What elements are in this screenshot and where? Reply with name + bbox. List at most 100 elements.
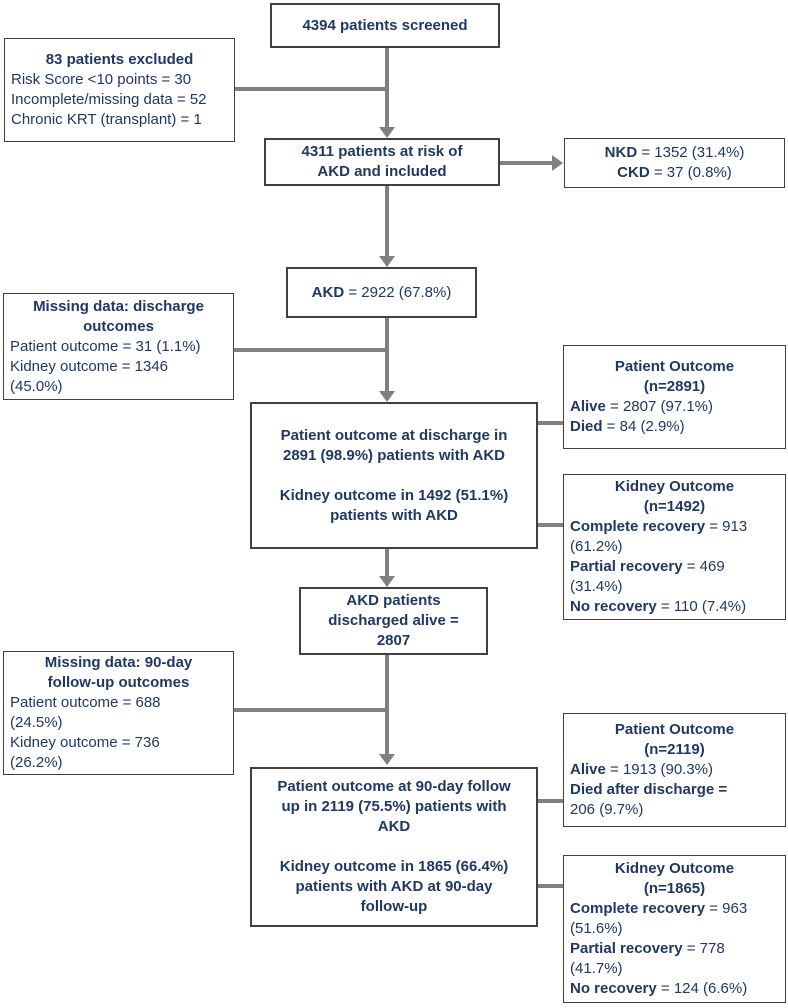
missing-90day-item: Kidney outcome = 736	[10, 734, 160, 751]
row-label: Partial recovery	[570, 558, 683, 575]
box-followup-outcomes: Patient outcome at 90-day follow up in 2…	[250, 767, 538, 927]
excluded-item: Risk Score <10 points = 30	[11, 71, 192, 88]
outcome-row: No recovery = 124 (6.6%)	[564, 979, 785, 999]
arrow-head-down	[379, 256, 395, 267]
patient-outcome-n: (n=2119)	[644, 741, 705, 758]
arrow-head-down	[379, 391, 395, 402]
row-value: (61.2%)	[570, 538, 623, 555]
included-line: AKD and included	[317, 163, 447, 180]
missing-discharge-title: outcomes	[83, 317, 154, 335]
connector-alive-to-followup	[385, 655, 389, 754]
alive-line: 2807	[376, 632, 411, 649]
missing-discharge-title: Missing data: discharge	[33, 297, 204, 315]
patient-outcome-n: (n=2891)	[643, 378, 706, 395]
followup-line: up in 2119 (75.5%) patients with	[281, 798, 507, 815]
row-value: = 963	[705, 900, 748, 917]
discharge-line: patients with AKD	[330, 506, 458, 524]
row-value: (41.7%)	[570, 960, 623, 977]
box-patient-outcome-discharge: Patient Outcome (n=2891) Alive = 2807 (9…	[563, 345, 786, 449]
outcome-row: Partial recovery = 469	[564, 557, 785, 577]
missing-90day-item: (26.2%)	[10, 754, 63, 771]
arrow-head-right	[552, 155, 563, 171]
outcome-row: (31.4%)	[564, 577, 785, 597]
row-value: = 1913 (90.3%)	[605, 761, 714, 778]
arrow-head-down	[379, 754, 395, 765]
row-value: = 469	[682, 558, 725, 575]
connector-included-to-nkd	[500, 161, 552, 165]
row-label: No recovery	[570, 598, 657, 615]
box-patients-screened: 4394 patients screened	[270, 3, 500, 48]
connector-missing-90day-branch	[234, 708, 387, 712]
outcome-row: Died = 84 (2.9%)	[564, 417, 785, 437]
connector-included-to-akd	[385, 186, 389, 256]
followup-paragraph-2: Kidney outcome in 1865 (66.4%) patients …	[252, 857, 536, 917]
missing-discharge-item: (45.0%)	[10, 377, 63, 395]
missing-discharge-item: Patient outcome = 31 (1.1%)	[10, 337, 201, 355]
outcome-row: Alive = 2807 (97.1%)	[564, 397, 785, 417]
discharge-line: 2891 (98.9%) patients with AKD	[282, 446, 505, 464]
followup-line: patients with AKD at 90-day	[295, 878, 493, 895]
connector-discharge-to-alive	[385, 549, 389, 576]
missing-90day-title: follow-up outcomes	[47, 674, 190, 691]
connector-discharge-to-patient-outcome	[538, 421, 563, 425]
outcome-row: (61.2%)	[564, 537, 785, 557]
discharge-paragraph-2: Kidney outcome in 1492 (51.1%) patients …	[252, 486, 536, 526]
kidney-outcome-title: Kidney Outcome	[614, 478, 735, 495]
box-patients-excluded: 83 patients excluded Risk Score <10 poin…	[4, 38, 235, 142]
missing-90day-title: Missing data: 90-day	[44, 654, 193, 671]
connector-followup-to-kidney-outcome	[538, 884, 563, 888]
akd-value: = 2922 (67.8%)	[344, 283, 452, 301]
followup-line: follow-up	[360, 898, 428, 915]
box-kidney-outcome-90day: Kidney Outcome (n=1865) Complete recover…	[563, 855, 786, 1003]
followup-line: AKD	[377, 818, 411, 835]
akd-line: AKD = 2922 (67.8%)	[288, 283, 475, 303]
box-akd: AKD = 2922 (67.8%)	[286, 267, 477, 318]
row-label: No recovery	[570, 980, 657, 997]
row-value: = 2807 (97.1%)	[605, 398, 714, 415]
kidney-outcome-n: (n=1492)	[643, 498, 706, 515]
box-discharged-alive: AKD patients discharged alive = 2807	[299, 587, 488, 655]
screened-text: 4394 patients screened	[302, 16, 468, 34]
box-missing-discharge: Missing data: discharge outcomes Patient…	[3, 293, 234, 400]
outcome-row: Partial recovery = 778	[564, 939, 785, 959]
arrow-head-down	[379, 127, 395, 138]
outcome-row: 206 (9.7%)	[564, 800, 785, 820]
outcome-row: No recovery = 110 (7.4%)	[564, 597, 785, 617]
nkd-line: NKD = 1352 (31.4%)	[565, 143, 784, 163]
included-line: 4311 patients at risk of	[301, 143, 463, 160]
kidney-outcome-n: (n=1865)	[643, 880, 706, 897]
kidney-outcome-title: Kidney Outcome	[614, 860, 735, 877]
missing-discharge-item: Kidney outcome = 1346	[10, 357, 169, 375]
box-discharge-outcomes: Patient outcome at discharge in 2891 (98…	[250, 402, 538, 549]
row-value: = 84 (2.9%)	[602, 418, 685, 435]
excluded-item: Chronic KRT (transplant) = 1	[11, 111, 202, 128]
ckd-label: CKD	[617, 164, 650, 181]
patient-outcome-title: Patient Outcome	[614, 721, 735, 738]
nkd-label: NKD	[604, 144, 638, 161]
arrow-head-down	[379, 576, 395, 587]
excluded-title: 83 patients excluded	[45, 51, 194, 68]
outcome-row: Died after discharge =	[564, 780, 785, 800]
akd-label: AKD	[311, 283, 345, 301]
connector-discharge-to-kidney-outcome	[538, 523, 563, 527]
ckd-value: = 37 (0.8%)	[649, 164, 732, 181]
followup-line: Patient outcome at 90-day follow	[277, 778, 511, 795]
row-label: Alive	[570, 761, 606, 778]
connector-followup-to-patient-outcome	[538, 799, 563, 803]
row-value: (31.4%)	[570, 578, 623, 595]
outcome-row: (41.7%)	[564, 959, 785, 979]
row-label: Died	[570, 418, 603, 435]
row-label: Died after discharge =	[570, 781, 728, 798]
followup-paragraph-1: Patient outcome at 90-day follow up in 2…	[252, 777, 536, 837]
outcome-row: Complete recovery = 963	[564, 899, 785, 919]
missing-90day-item: Patient outcome = 688	[10, 694, 161, 711]
discharge-paragraph-1: Patient outcome at discharge in 2891 (98…	[252, 426, 536, 466]
row-label: Partial recovery	[570, 940, 683, 957]
nkd-value: = 1352 (31.4%)	[637, 144, 745, 161]
row-value: 206 (9.7%)	[570, 801, 644, 818]
connector-akd-to-discharge	[385, 318, 389, 391]
outcome-row: (51.6%)	[564, 919, 785, 939]
box-kidney-outcome-discharge: Kidney Outcome (n=1492) Complete recover…	[563, 474, 786, 620]
box-patients-included: 4311 patients at risk of AKD and include…	[264, 138, 500, 186]
